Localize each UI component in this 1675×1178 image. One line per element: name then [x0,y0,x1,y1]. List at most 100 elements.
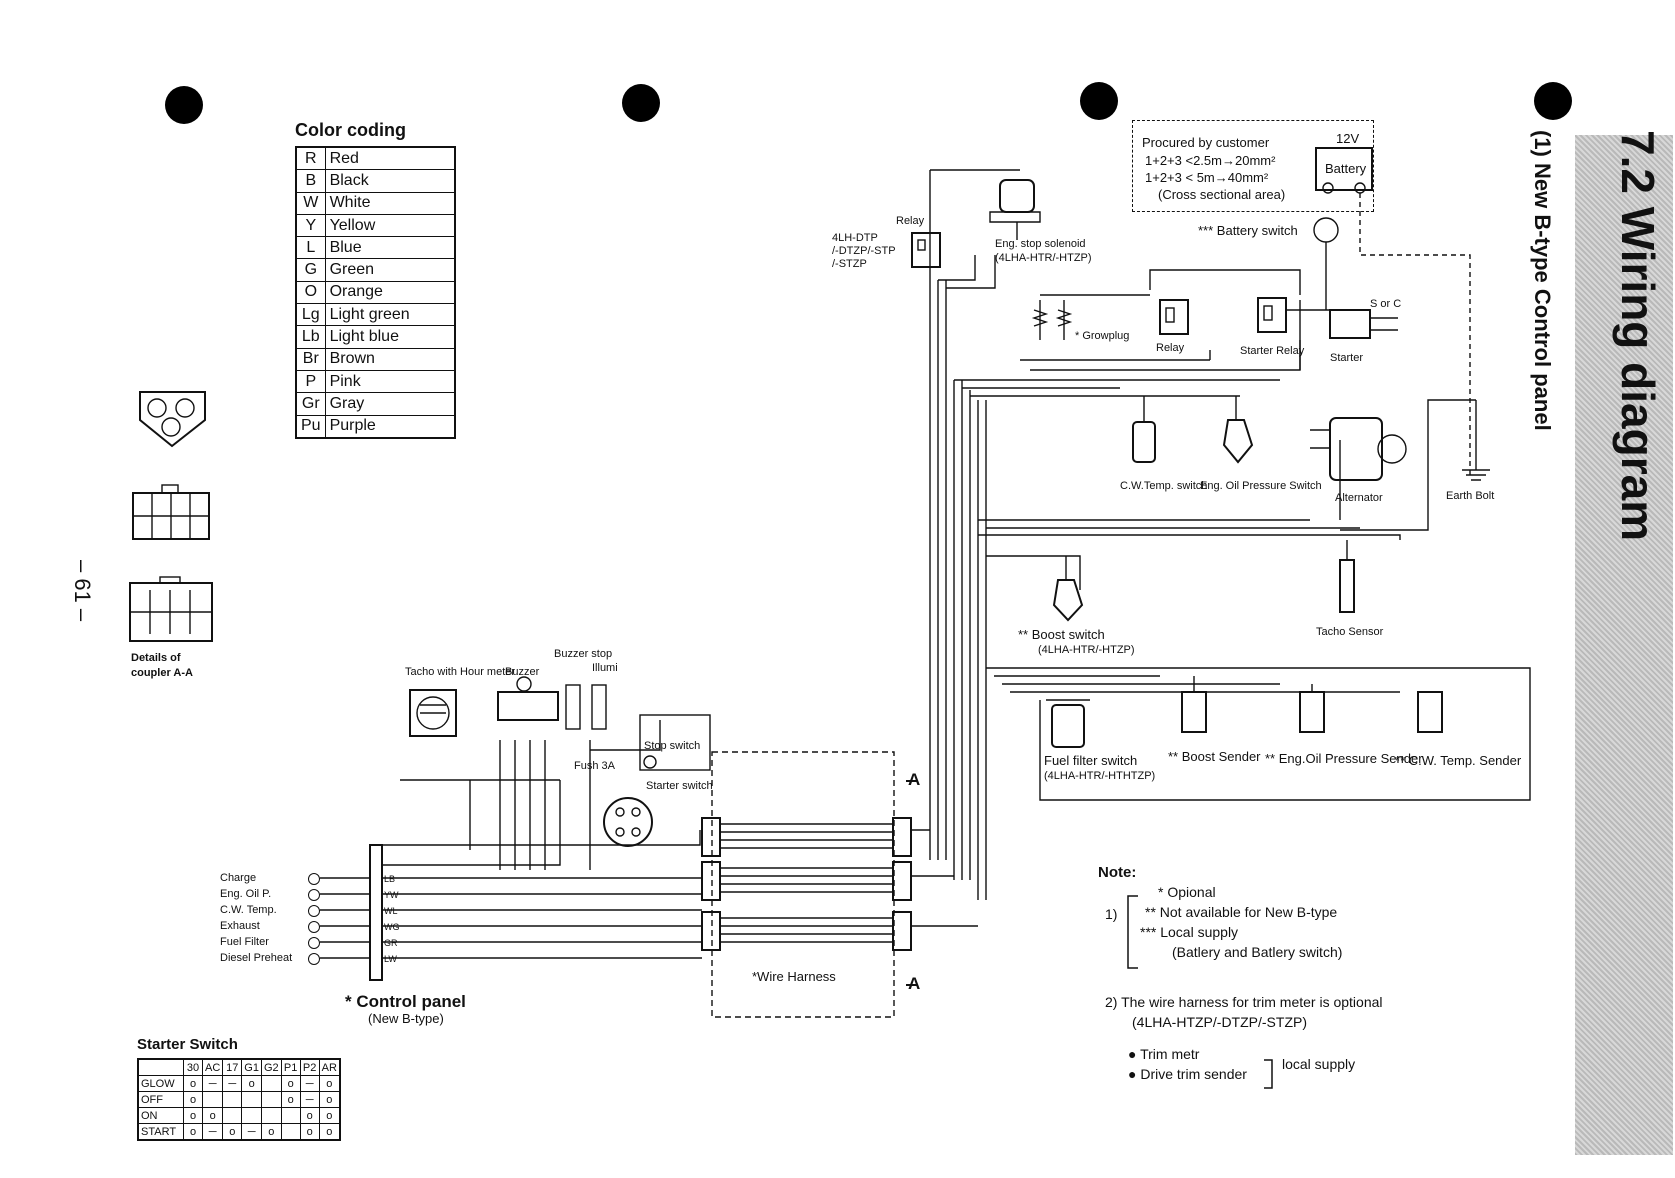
lamp-label: Fuel Filter [220,936,269,948]
ss-row-label: OFF [137,1091,184,1108]
coupler-details-label: Details of [131,652,181,664]
ss-row-label: ON [137,1107,184,1124]
growplug-label: * Growplug [1075,330,1130,342]
indicator-lamp-icon [308,937,320,949]
color-code: O [295,280,326,305]
ss-corner [137,1058,184,1076]
wire-harness-label: *Wire Harness [752,969,836,984]
ss-cell: ─ [201,1123,224,1141]
earth-bolt-label: Earth Bolt [1446,490,1495,502]
relay-wiring [1149,269,1301,295]
tacho-sensor-label: Tacho Sensor [1316,626,1384,638]
ss-cell [260,1091,282,1108]
ss-cell: o [280,1091,301,1108]
color-code: Y [295,213,326,238]
procurement-box [1132,120,1374,212]
cw-temp-switch-label: C.W.Temp. switch [1120,480,1208,492]
note-2: 2) The wire harness for trim meter is op… [1105,994,1383,1010]
coupler-3pin-icon [139,391,206,448]
ss-cell: o [201,1107,224,1124]
note-not-available: ** Not available for New B-type [1145,904,1338,920]
local-supply-bracket [1264,1059,1273,1089]
ss-cell: o [318,1091,341,1108]
punch-hole [165,86,203,124]
ss-cell: o [299,1123,320,1141]
battery-dashed-wire [1359,193,1471,475]
battery-switch-label: *** Battery switch [1198,223,1298,238]
indicator-lamp-icon [308,953,320,965]
starter-switch-label: Starter switch [646,780,713,792]
note-trim-meter: ● Trim metr [1128,1046,1200,1062]
main-harness-lines [929,169,1531,900]
model-variant-1: 4LH-DTP [832,232,878,244]
ss-cell [222,1091,243,1108]
lamp-wire-code: WL [384,906,398,916]
note-2-models: (4LHA-HTZP/-DTZP/-STZP) [1132,1014,1307,1030]
boost-switch-models: (4LHA-HTR/-HTZP) [1038,644,1135,656]
note-drive-trim: ● Drive trim sender [1128,1066,1247,1082]
lamp-wire-code: LB [384,874,396,884]
boost-sender-icon [1181,676,1207,733]
ss-cell [241,1091,262,1108]
buzzer-stop-label: Buzzer stop [554,648,613,660]
stop-solenoid-models: (4LHA-HTR/-HTZP) [995,252,1092,264]
color-code: Gr [295,392,326,416]
ss-cell: o [318,1107,341,1124]
battery-voltage: 12V [1336,131,1360,146]
ss-cell: o [280,1075,301,1092]
model-variant-3: /-STZP [832,258,867,270]
lamp-label: C.W. Temp. [220,904,277,916]
procured-label: Procured by customer [1142,135,1270,150]
control-panel-wiring [320,720,702,981]
earth-bolt-icon [1462,400,1490,481]
fuel-filter-models: (4LHA-HTR/-HTHTZP) [1044,770,1156,782]
stop-switch-label: Stop switch [644,740,701,752]
wire-spec-2: 1+2+3 < 5m→40mm² [1145,170,1269,185]
relay-2-label: Relay [1156,342,1185,354]
ss-cell [241,1107,262,1124]
relay-label: Relay [896,215,925,227]
s-or-c-label: S or C [1370,298,1402,310]
ss-cell: o [222,1123,243,1141]
model-variant-2: /-DTZP/-STP [832,245,896,257]
ss-cell: o [318,1075,341,1092]
lamp-label: Eng. Oil P. [220,888,272,900]
ss-column-header: P2 [299,1058,320,1076]
note-local-supply-2: local supply [1282,1056,1356,1072]
ss-row-label: START [137,1123,184,1141]
ss-column-header: AR [318,1058,341,1076]
coupler-8pin-icon [132,484,210,540]
harness-connectors [701,751,978,1018]
note-battery: (Batlery and Batlery switch) [1172,944,1343,960]
starter-label: Starter [1330,352,1364,364]
ss-cell: ─ [299,1091,320,1108]
battery-switch-icon [1313,217,1339,310]
cross-section-note: (Cross sectional area) [1158,187,1286,202]
ss-cell [280,1123,301,1141]
color-code: Lg [295,303,326,327]
tacho-sensor-icon [1339,540,1355,613]
punch-hole [622,84,660,122]
lamp-label: Exhaust [220,920,260,932]
ss-cell: o [299,1107,320,1124]
starter-motor-icon [1329,309,1398,339]
alternator-icon [1310,417,1407,481]
starter-relay-label: Starter Relay [1240,345,1305,357]
fuse-label: Fush 3A [574,760,615,772]
ss-cell [222,1107,243,1124]
punch-hole [1080,82,1118,120]
ss-cell: ─ [222,1075,243,1092]
note-bracket [1127,895,1138,969]
boost-switch-icon [1052,556,1084,622]
buzzer-stop-illumi-icon [565,684,607,730]
